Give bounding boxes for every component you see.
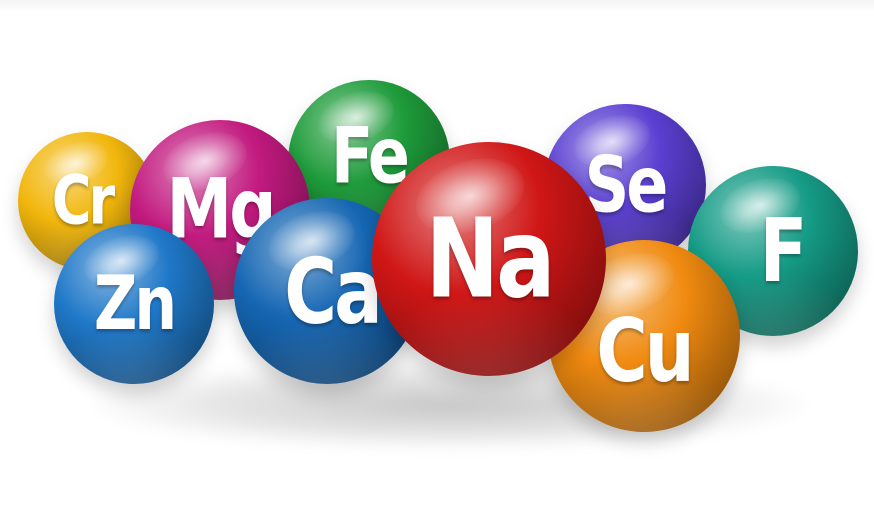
element-symbol-se: Se: [584, 138, 669, 230]
element-symbol-zn: Zn: [93, 260, 177, 348]
sphere-na: Na: [372, 142, 606, 376]
element-symbol-ca: Ca: [284, 238, 382, 344]
element-symbol-f: F: [759, 199, 808, 303]
element-symbol-na: Na: [425, 194, 555, 323]
sphere-zn: Zn: [54, 224, 214, 384]
element-symbol-cr: Cr: [51, 161, 115, 240]
sphere-f: F: [688, 166, 858, 336]
element-symbol-fe: Fe: [331, 109, 410, 201]
element-symbol-cu: Cu: [596, 299, 694, 403]
